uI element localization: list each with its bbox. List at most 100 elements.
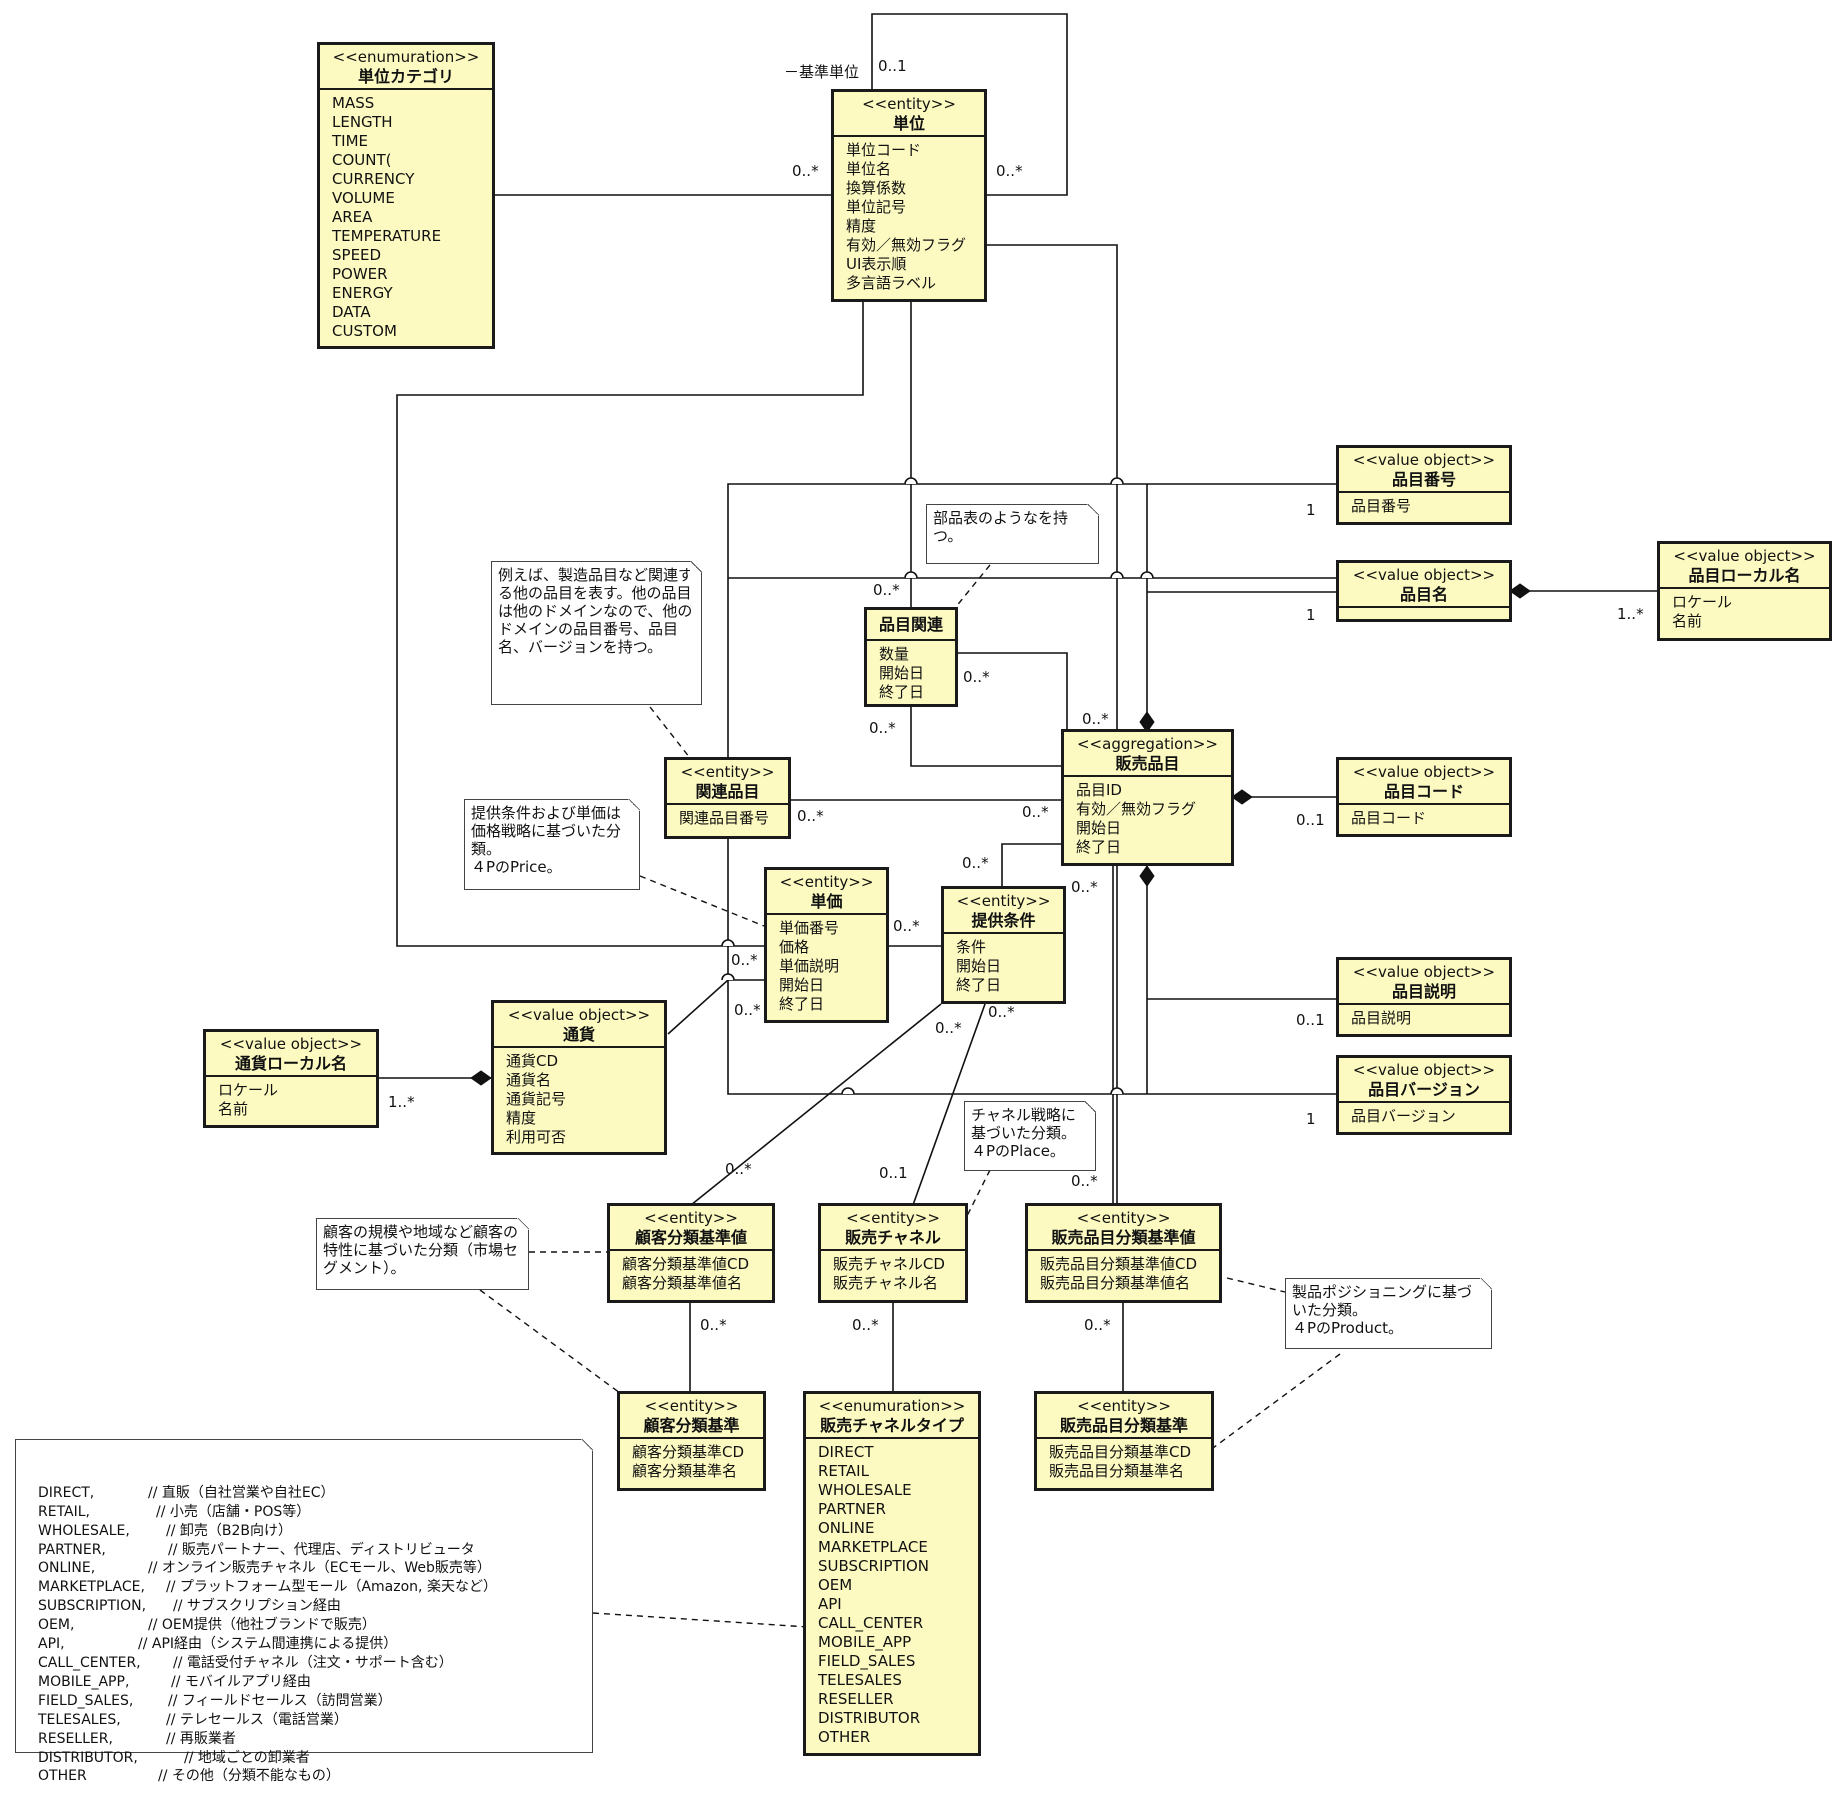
class-unit-category[interactable]: <<enumuration>>単位カテゴリ MASS LENGTH TIME C…	[317, 42, 495, 349]
class-name: 単価	[810, 892, 843, 911]
channel-type-description: FIELD_SALES,// フィールドセールス（訪問営業）	[38, 1692, 582, 1711]
attribute: ロケール	[218, 1081, 279, 1099]
channel-comment: // OEM提供（他社ブランドで販売）	[148, 1617, 376, 1634]
enum-value: RESELLER	[818, 1690, 894, 1708]
multiplicity: 0..1	[879, 1164, 908, 1182]
attribute: 品目番号	[1351, 497, 1412, 515]
class-name: 顧客分類基準値	[634, 1228, 747, 1247]
multiplicity: 1..*	[1617, 605, 1644, 623]
enum-value: COUNT(	[332, 151, 392, 169]
class-channel-type[interactable]: <<enumuration>>販売チャネルタイプ DIRECT RETAIL W…	[803, 1391, 981, 1756]
class-item-local-name[interactable]: <<value object>>品目ローカル名 ロケール 名前	[1657, 541, 1832, 641]
attribute: 顧客分類基準値名	[622, 1274, 743, 1292]
stereotype: <<value object>>	[1352, 566, 1496, 584]
channel-type-description: SUBSCRIPTION,// サブスクリプション経由	[38, 1597, 582, 1616]
class-sales-item[interactable]: <<aggregation>>販売品目 品目ID 有効／無効フラグ 開始日 終了…	[1061, 729, 1234, 866]
enum-value: SUBSCRIPTION	[818, 1557, 930, 1575]
class-name: 顧客分類基準	[643, 1416, 740, 1435]
class-item-version[interactable]: <<value object>>品目バージョン 品目バージョン	[1336, 1055, 1512, 1135]
channel-code: MOBILE_APP,	[38, 1673, 130, 1690]
class-item-relation[interactable]: 品目関連 数量 開始日 終了日	[864, 607, 958, 707]
class-name: 販売品目分類基準値	[1051, 1228, 1196, 1247]
channel-code: OEM,	[38, 1617, 75, 1634]
enum-value: ONLINE	[818, 1519, 875, 1537]
attribute: 通貨名	[506, 1071, 552, 1089]
attribute: 単位記号	[846, 198, 907, 216]
channel-type-list: DIRECT,// 直販（自社営業や自社EC）RETAIL,// 小売（店舗・P…	[38, 1484, 582, 1787]
class-unit-price[interactable]: <<entity>>単価 単価番号 価格 単価説明 開始日 終了日	[764, 867, 889, 1023]
enum-value: DISTRIBUTOR	[818, 1709, 921, 1727]
attribute: 数量	[879, 645, 910, 663]
enum-value: AREA	[332, 208, 373, 226]
class-unit[interactable]: <<entity>>単位 単位コード 単位名 換算係数 単位記号 精度 有効／無…	[831, 89, 987, 302]
enum-value: RETAIL	[818, 1462, 869, 1480]
multiplicity: 0..1	[1296, 811, 1325, 829]
channel-comment: // オンライン販売チャネル（ECモール、Web販売等）	[148, 1560, 491, 1577]
channel-type-description: CALL_CENTER,// 電話受付チャネル（注文・サポート含む）	[38, 1654, 582, 1673]
multiplicity: 0..*	[1071, 1172, 1098, 1190]
multiplicity: 0..*	[734, 1001, 761, 1019]
enum-value: OTHER	[818, 1728, 871, 1746]
enum-value: MASS	[332, 94, 375, 112]
class-offer-condition[interactable]: <<entity>>提供条件 条件 開始日 終了日	[941, 886, 1066, 1004]
class-item-class-value[interactable]: <<entity>>販売品目分類基準値 販売品目分類基準値CD 販売品目分類基準…	[1025, 1203, 1222, 1303]
channel-code: RESELLER,	[38, 1730, 113, 1747]
note-price-strategy: 提供条件および単価は価格戦略に基づいた分類。 ４PのPrice。	[464, 799, 640, 890]
attribute: 単価番号	[779, 919, 840, 937]
class-customer-class-value[interactable]: <<entity>>顧客分類基準値 顧客分類基準値CD 顧客分類基準値名	[607, 1203, 775, 1303]
multiplicity: 0..*	[935, 1019, 962, 1037]
attribute: 精度	[506, 1109, 537, 1127]
class-currency-local-name[interactable]: <<value object>>通貨ローカル名 ロケール 名前	[203, 1029, 379, 1128]
note-customer-segment: 顧客の規模や地域など顧客の特性に基づいた分類（市場セグメント）。	[316, 1218, 529, 1290]
note-channel-type-descriptions: DIRECT,// 直販（自社営業や自社EC）RETAIL,// 小売（店舗・P…	[15, 1439, 593, 1784]
multiplicity: 0..*	[700, 1316, 727, 1334]
class-related-item[interactable]: <<entity>>関連品目 関連品目番号	[664, 757, 791, 839]
attribute: 有効／無効フラグ	[1076, 800, 1197, 818]
channel-comment: // 直販（自社営業や自社EC）	[148, 1484, 335, 1501]
multiplicity: 0..*	[988, 1003, 1015, 1021]
attribute: 利用可否	[506, 1128, 567, 1146]
class-item-class[interactable]: <<entity>>販売品目分類基準 販売品目分類基準CD 販売品目分類基準名	[1034, 1391, 1214, 1491]
enum-value: DIRECT	[818, 1443, 874, 1461]
class-currency[interactable]: <<value object>>通貨 通貨CD 通貨名 通貨記号 精度 利用可否	[491, 1000, 667, 1155]
multiplicity: 0..*	[893, 917, 920, 935]
enum-value: CUSTOM	[332, 322, 397, 340]
enum-value: ENERGY	[332, 284, 393, 302]
channel-code: WHOLESALE,	[38, 1522, 130, 1539]
class-item-code[interactable]: <<value object>>品目コード 品目コード	[1336, 757, 1512, 837]
class-item-number[interactable]: <<value object>>品目番号 品目番号	[1336, 445, 1512, 525]
attribute: 顧客分類基準値CD	[622, 1255, 750, 1273]
multiplicity: 0..*	[962, 854, 989, 872]
stereotype: <<entity>>	[862, 95, 956, 113]
channel-comment: // 小売（店舗・POS等）	[156, 1503, 311, 1520]
channel-code: ONLINE,	[38, 1560, 96, 1577]
enum-value: WHOLESALE	[818, 1481, 912, 1499]
channel-comment: // 再販業者	[166, 1730, 236, 1747]
class-sales-channel[interactable]: <<entity>>販売チャネル 販売チャネルCD 販売チャネル名	[818, 1203, 968, 1303]
channel-type-description: OTHER// その他（分類不能なもの）	[38, 1767, 582, 1786]
class-item-description[interactable]: <<value object>>品目説明 品目説明	[1336, 957, 1512, 1037]
stereotype: <<entity>>	[1077, 1397, 1171, 1415]
channel-code: TELESALES,	[38, 1711, 121, 1728]
class-item-name[interactable]: <<value object>>品目名	[1336, 560, 1512, 622]
multiplicity: 0..*	[1082, 710, 1109, 728]
channel-comment: // 卸売（B2B向け）	[166, 1522, 292, 1539]
multiplicity: 0..*	[852, 1316, 879, 1334]
attribute: 開始日	[956, 957, 1002, 975]
enum-value: API	[818, 1595, 842, 1613]
enum-values: MASS LENGTH TIME COUNT( CURRENCY VOLUME …	[320, 90, 492, 344]
attribute: 名前	[218, 1100, 249, 1118]
attributes: 単位コード 単位名 換算係数 単位記号 精度 有効／無効フラグ UI表示順 多言…	[834, 137, 984, 296]
stereotype: <<value object>>	[507, 1006, 651, 1024]
enum-value: PARTNER	[818, 1500, 886, 1518]
channel-comment: // プラットフォーム型モール（Amazon, 楽天など）	[166, 1579, 497, 1596]
enum-value: TEMPERATURE	[332, 227, 442, 245]
attribute: UI表示順	[846, 255, 907, 273]
enum-value: SPEED	[332, 246, 382, 264]
stereotype: <<entity>>	[779, 873, 874, 891]
attribute: 精度	[846, 217, 877, 235]
attribute: 単価説明	[779, 957, 840, 975]
class-customer-class[interactable]: <<entity>>顧客分類基準 顧客分類基準CD 顧客分類基準名	[617, 1391, 766, 1491]
channel-code: API,	[38, 1636, 65, 1653]
attribute: 品目説明	[1351, 1009, 1412, 1027]
